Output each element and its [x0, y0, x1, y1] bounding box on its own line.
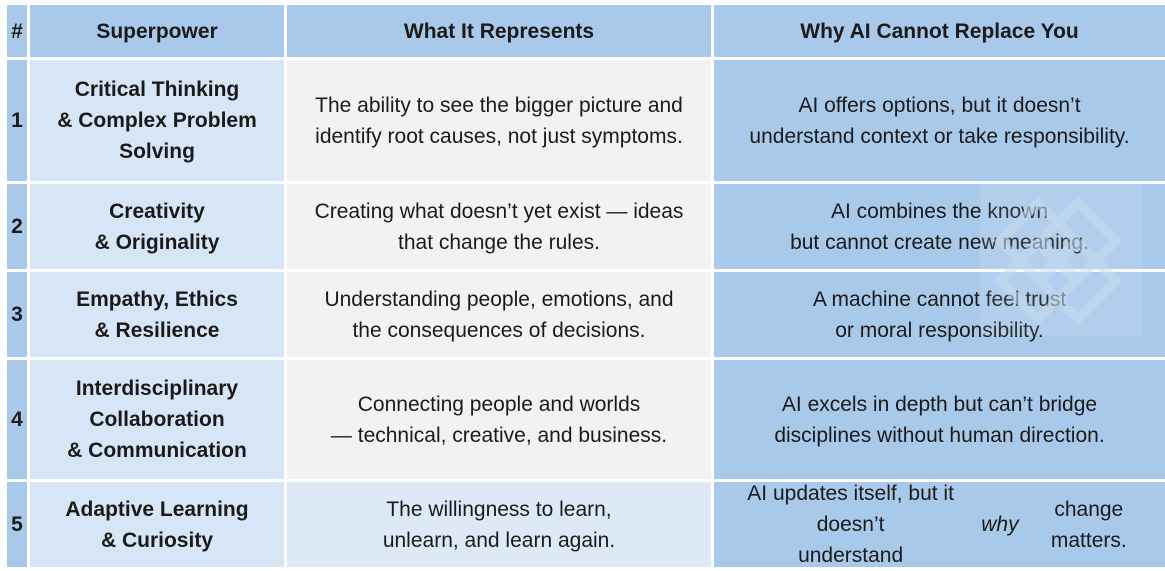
row-number: 5 — [7, 482, 27, 567]
why-cell: AI excels in depth but can’t bridge disc… — [714, 360, 1165, 479]
row-number: 2 — [7, 184, 27, 269]
header-number: # — [7, 5, 27, 57]
represents-cell: The ability to see the bigger picture an… — [287, 60, 711, 181]
why-text-before: AI updates itself, but it doesn’t unders… — [747, 482, 954, 567]
superpower-cell: Empathy, Ethics & Resilience — [30, 272, 284, 357]
superpower-cell: Interdisciplinary Collaboration & Commun… — [30, 360, 284, 479]
why-cell: A machine cannot feel trust or moral res… — [714, 272, 1165, 357]
header-what-it-represents: What It Represents — [287, 5, 711, 57]
represents-cell: Connecting people and worlds — technical… — [287, 360, 711, 479]
header-superpower: Superpower — [30, 5, 284, 57]
represents-cell: Understanding people, emotions, and the … — [287, 272, 711, 357]
row-number: 1 — [7, 60, 27, 181]
why-cell: AI combines the known but cannot create … — [714, 184, 1165, 269]
header-why-ai-cannot-replace: Why AI Cannot Replace You — [714, 5, 1165, 57]
why-cell: AI offers options, but it doesn’t unders… — [714, 60, 1165, 181]
superpower-cell: Creativity & Originality — [30, 184, 284, 269]
row-number: 3 — [7, 272, 27, 357]
row-number: 4 — [7, 360, 27, 479]
superpower-cell: Critical Thinking & Complex Problem Solv… — [30, 60, 284, 181]
superpowers-table: # Superpower What It Represents Why AI C… — [7, 5, 1165, 567]
superpower-cell: Adaptive Learning & Curiosity — [30, 482, 284, 567]
represents-cell: The willingness to learn, unlearn, and l… — [287, 482, 711, 567]
why-text-after: change matters. — [1050, 497, 1127, 552]
why-cell: AI updates itself, but it doesn’t unders… — [714, 482, 1165, 567]
represents-cell: Creating what doesn’t yet exist — ideas … — [287, 184, 711, 269]
why-emphasis: why — [981, 513, 1019, 536]
